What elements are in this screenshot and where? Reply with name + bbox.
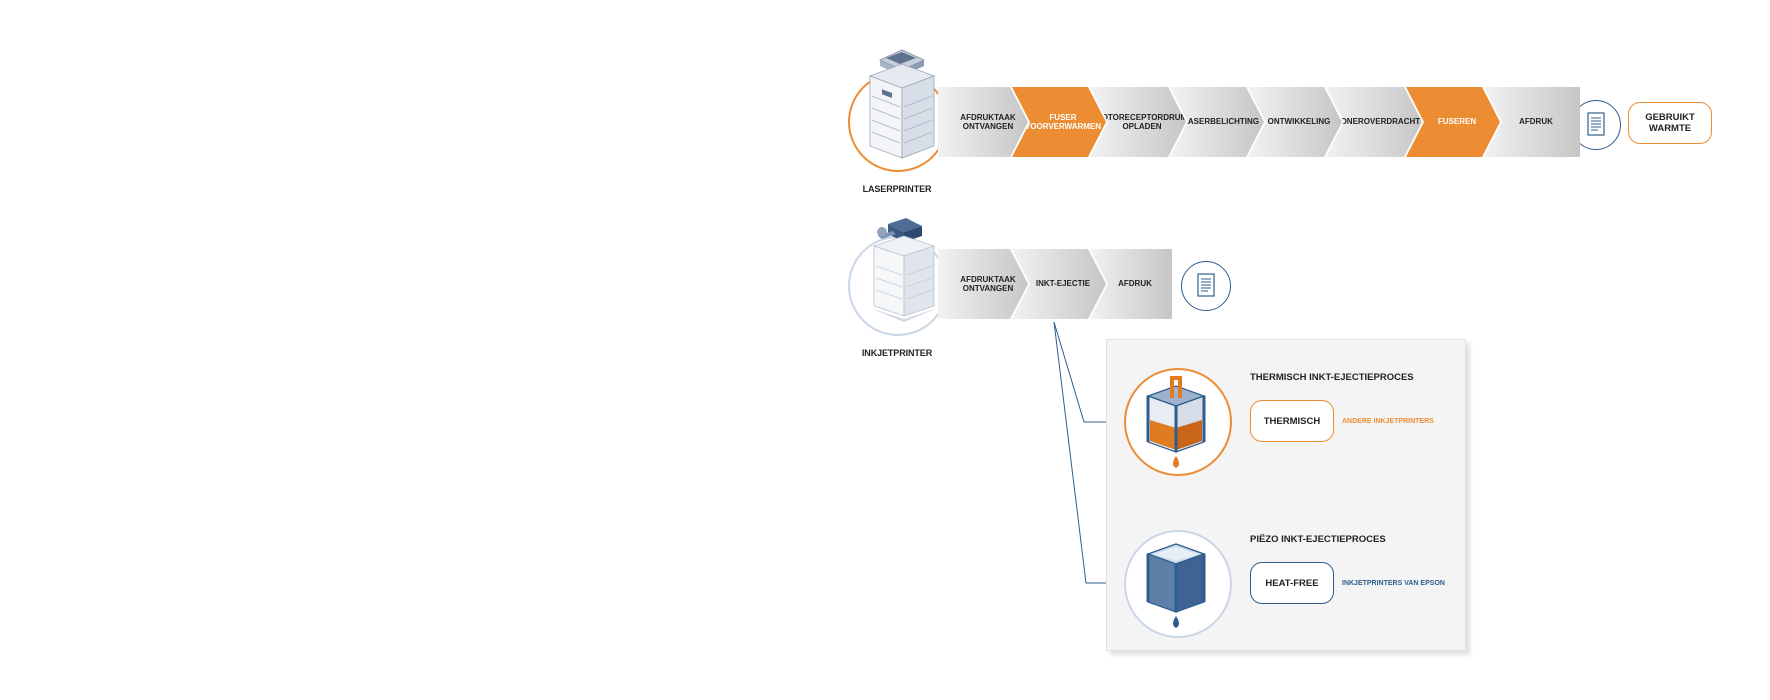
process-step-label: AFDRUKTAAK ONTVANGEN: [960, 274, 1016, 293]
process-step: AFDRUKTAAK ONTVANGEN: [938, 249, 1028, 319]
process-step-label: AFDRUK: [1519, 117, 1553, 127]
laser-printer-caption: LASERPRINTER: [862, 184, 932, 194]
laser-printer-icon: [868, 49, 936, 159]
process-step-label: LASERBELICHTING: [1183, 117, 1259, 127]
document-icon: [1587, 112, 1605, 136]
heat-free-pill-text: HEAT-FREE: [1265, 577, 1319, 589]
process-step: AFDRUKTAAK ONTVANGEN: [938, 87, 1028, 157]
thermal-note: ANDERE INKJETPRINTERS: [1342, 418, 1434, 425]
process-step-label: AFDRUKTAAK ONTVANGEN: [960, 112, 1016, 131]
process-step-label: INKT-EJECTIE: [1035, 279, 1091, 289]
thermal-title: THERMISCH INKT-EJECTIEPROCES: [1250, 372, 1414, 383]
document-icon: [1197, 273, 1215, 297]
heat-free-pill: HEAT-FREE: [1250, 562, 1334, 604]
uses-heat-text: GEBRUIKT WARMTE: [1645, 112, 1695, 134]
process-step-label: FUSEREN: [1437, 117, 1477, 127]
thermal-pill-text: THERMISCH: [1263, 415, 1321, 427]
thermal-printhead-icon: [1146, 376, 1206, 468]
piezo-note: INKJETPRINTERS VAN EPSON: [1342, 580, 1445, 587]
inkjet-printer-caption: INKJETPRINTER: [861, 348, 933, 358]
piezo-printhead-icon: [1145, 543, 1207, 628]
process-step-label: FOTORECEPTORDRUM OPLADEN: [1096, 112, 1188, 131]
inkjet-process-flow: AFDRUKTAAK ONTVANGEN INKT-EJECTIE AFDRUK: [938, 249, 1172, 319]
process-step-label: ONTWIKKELING: [1267, 117, 1331, 127]
piezo-title: PIËZO INKT-EJECTIEPROCES: [1250, 534, 1386, 545]
process-step: FUSEREN: [1406, 87, 1500, 157]
process-step-label: TONEROVERDRACHT: [1335, 117, 1421, 127]
inkjet-output-circle: [1181, 261, 1231, 311]
thermal-pill: THERMISCH: [1250, 400, 1334, 442]
uses-heat-label: GEBRUIKT WARMTE: [1628, 102, 1712, 144]
process-step-label: FUSER VOORVERWARMEN: [1024, 112, 1102, 131]
process-step-label: AFDRUK: [1118, 279, 1152, 289]
inkjet-printer-icon: [870, 218, 938, 322]
